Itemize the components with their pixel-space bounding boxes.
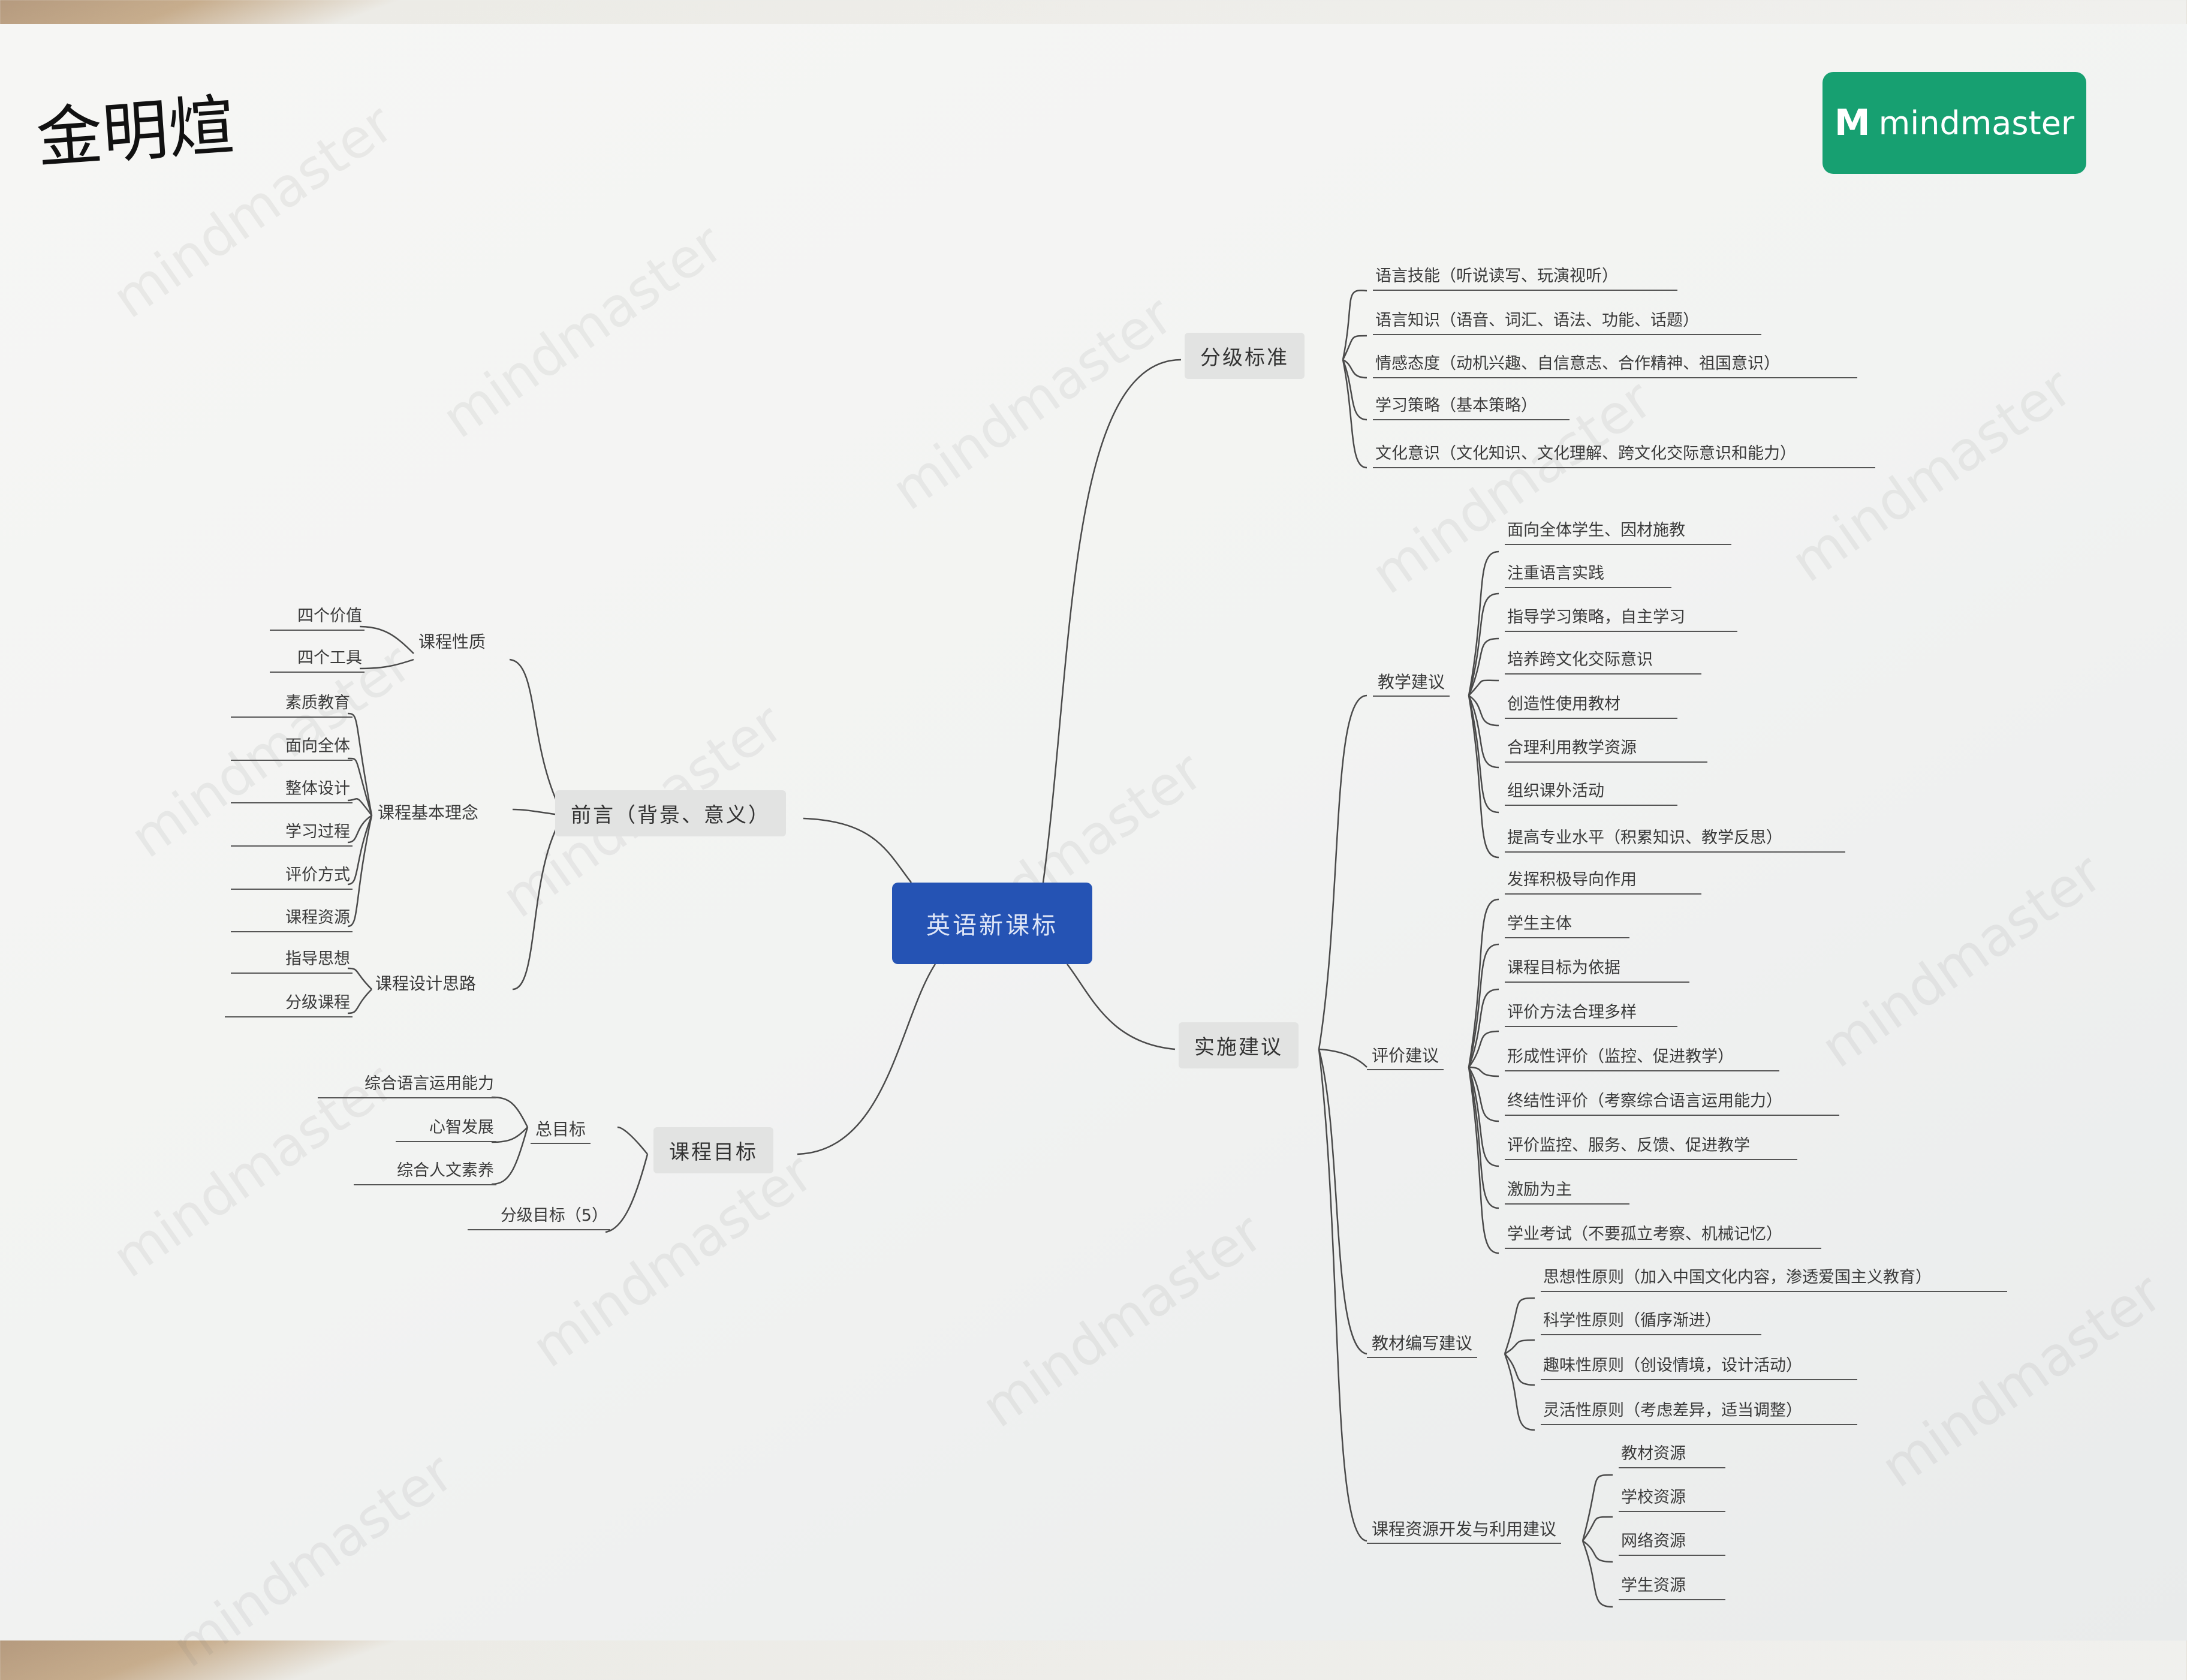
leaf-item[interactable]: 语言技能（听说读写、玩演视听） <box>1373 263 1677 291</box>
leaf-item[interactable]: 学习策略（基本策略） <box>1373 392 1570 420</box>
leaf-item[interactable]: 培养跨文化交际意识 <box>1505 646 1701 675</box>
leaf-item[interactable]: 形成性评价（监控、促进教学） <box>1505 1043 1779 1071</box>
leaf-item[interactable]: 教材资源 <box>1619 1440 1725 1468</box>
subtopic-zongmubiao[interactable]: 总目标 <box>531 1114 591 1144</box>
leaf-item[interactable]: 课程资源 <box>231 904 353 932</box>
main-topic-qianyan[interactable]: 前言（背景、意义） <box>555 790 786 836</box>
leaf-item[interactable]: 评价监控、服务、反馈、促进教学 <box>1505 1132 1797 1160</box>
subtopic-xingzhi[interactable]: 课程性质 <box>418 632 486 652</box>
leaf-item[interactable]: 学业考试（不要孤立考察、机械记忆） <box>1505 1221 1821 1249</box>
central-topic[interactable]: 英语新课标 <box>892 883 1092 964</box>
leaf-item[interactable]: 综合人文素养 <box>354 1157 496 1185</box>
mindmaster-logo: M mindmaster <box>1823 72 2086 174</box>
leaf-item[interactable]: 心智发展 <box>396 1114 496 1142</box>
subtopic-pingjia[interactable]: 评价建议 <box>1367 1040 1444 1070</box>
leaf-item[interactable]: 学生资源 <box>1619 1572 1725 1600</box>
leaf-item[interactable]: 终结性评价（考察综合语言运用能力） <box>1505 1088 1839 1116</box>
logo-mark-icon: M <box>1834 102 1870 144</box>
leaf-item[interactable]: 学校资源 <box>1619 1484 1725 1512</box>
mindmap-connectors <box>347 290 1613 1608</box>
subtopic-silu[interactable]: 课程设计思路 <box>375 974 477 993</box>
leaf-item[interactable]: 学生主体 <box>1505 910 1629 938</box>
leaf-item[interactable]: 面向全体学生、因材施教 <box>1505 517 1731 545</box>
leaf-item[interactable]: 网络资源 <box>1619 1528 1725 1556</box>
leaf-item[interactable]: 科学性原则（循序渐进） <box>1541 1307 1761 1335</box>
leaf-item[interactable]: 评价方法合理多样 <box>1505 999 1677 1027</box>
leaf-item[interactable]: 灵活性原则（考虑差异，适当调整） <box>1541 1397 1857 1425</box>
leaf-item[interactable]: 发挥积极导向作用 <box>1505 866 1701 895</box>
subtopic-ziyuan[interactable]: 课程资源开发与利用建议 <box>1367 1514 1562 1544</box>
main-topic-mubiao[interactable]: 课程目标 <box>653 1127 773 1173</box>
leaf-item[interactable]: 评价方式 <box>231 862 353 890</box>
leaf-item[interactable]: 注重语言实践 <box>1505 560 1671 588</box>
leaf-item[interactable]: 素质教育 <box>231 690 353 718</box>
leaf-item[interactable]: 学习过程 <box>231 818 353 847</box>
leaf-item[interactable]: 思想性原则（加入中国文化内容，渗透爱国主义教育） <box>1541 1264 2007 1292</box>
leaf-item[interactable]: 四个工具 <box>270 645 365 673</box>
subtopic-jiaoxue[interactable]: 教学建议 <box>1373 667 1450 697</box>
leaf-item[interactable]: 组织课外活动 <box>1505 778 1677 806</box>
leaf-item[interactable]: 指导学习策略，自主学习 <box>1505 604 1737 632</box>
leaf-item[interactable]: 整体设计 <box>231 775 353 803</box>
leaf-item[interactable]: 综合语言运用能力 <box>318 1070 496 1098</box>
leaf-item[interactable]: 指导思想 <box>231 946 353 974</box>
leaf-item[interactable]: 课程目标为依据 <box>1505 955 1689 983</box>
paper-background <box>0 24 2187 1640</box>
main-topic-fenjibiaozhun[interactable]: 分级标准 <box>1185 333 1305 379</box>
leaf-item[interactable]: 分级目标（5） <box>468 1202 610 1230</box>
main-topic-shishi[interactable]: 实施建议 <box>1179 1022 1299 1068</box>
leaf-item[interactable]: 趣味性原则（创设情境，设计活动） <box>1541 1352 1857 1380</box>
leaf-item[interactable]: 激励为主 <box>1505 1176 1629 1205</box>
leaf-item[interactable]: 分级课程 <box>225 989 353 1017</box>
leaf-item[interactable]: 提高专业水平（积累知识、教学反思） <box>1505 824 1845 853</box>
leaf-item[interactable]: 语言知识（语音、词汇、语法、功能、话题） <box>1373 307 1761 335</box>
leaf-item[interactable]: 合理利用教学资源 <box>1505 734 1707 763</box>
leaf-item[interactable]: 四个价值 <box>270 603 365 631</box>
subtopic-linian[interactable]: 课程基本理念 <box>378 803 479 823</box>
leaf-item[interactable]: 情感态度（动机兴趣、自信意志、合作精神、祖国意识） <box>1373 350 1857 378</box>
subtopic-jiaocai[interactable]: 教材编写建议 <box>1367 1328 1478 1358</box>
logo-text: mindmaster <box>1878 104 2075 142</box>
leaf-item[interactable]: 文化意识（文化知识、文化理解、跨文化交际意识和能力） <box>1373 440 1875 468</box>
leaf-item[interactable]: 创造性使用教材 <box>1505 691 1677 719</box>
leaf-item[interactable]: 面向全体 <box>231 733 353 761</box>
